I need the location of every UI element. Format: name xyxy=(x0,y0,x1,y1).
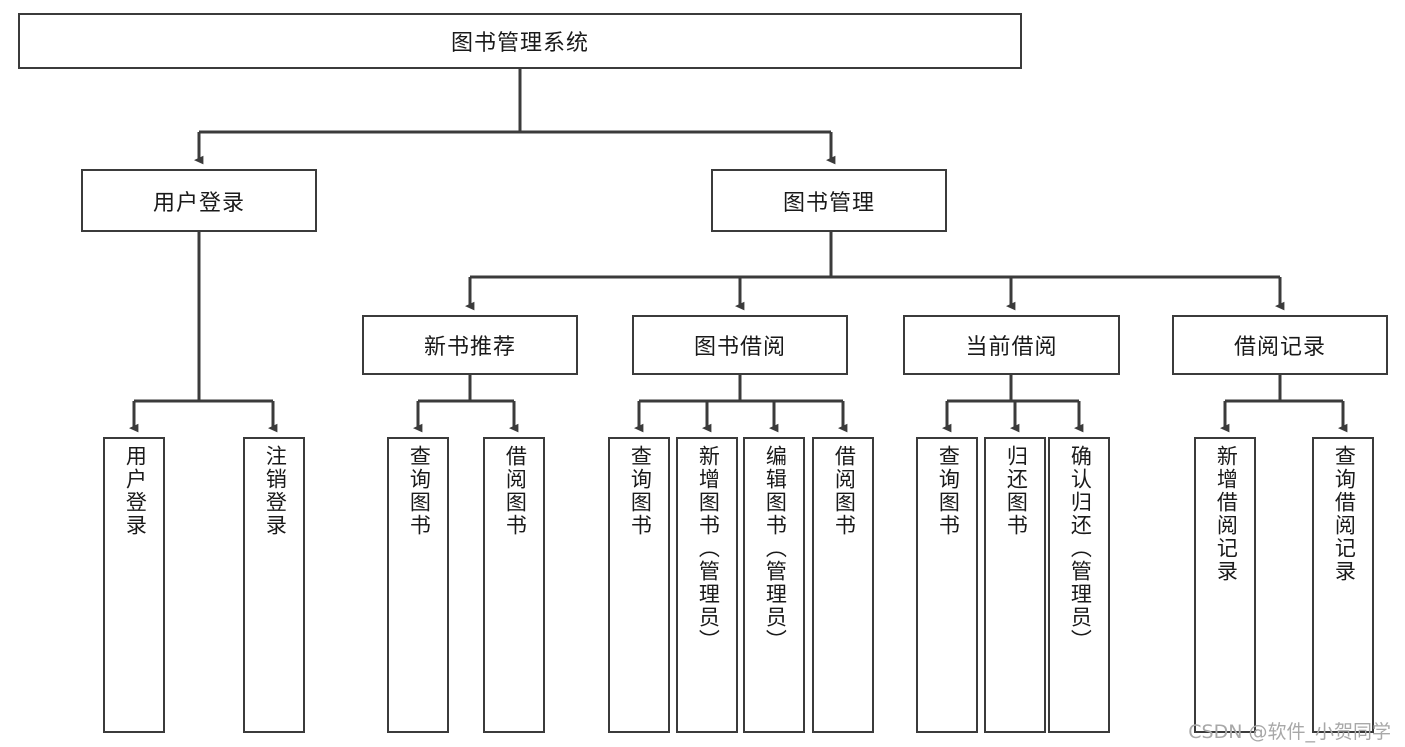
node-book-management[interactable]: 图书管理 xyxy=(711,169,947,232)
csdn-watermark: CSDN @软件_小贺同学 xyxy=(1188,721,1391,743)
node-leaf-add-borrow-record[interactable]: 新增借阅记录 xyxy=(1194,437,1256,733)
node-leaf-return-book[interactable]: 归还图书 xyxy=(984,437,1046,733)
node-leaf-add-book-admin-label: 新增图书（管理员） xyxy=(696,445,720,652)
node-leaf-return-book-label: 归还图书 xyxy=(1004,445,1028,537)
node-leaf-borrow-book-1-label: 借阅图书 xyxy=(503,445,527,537)
node-leaf-query-book-2-label: 查询图书 xyxy=(628,445,652,537)
node-leaf-query-book-1[interactable]: 查询图书 xyxy=(387,437,449,733)
node-leaf-logout-login[interactable]: 注销登录 xyxy=(243,437,305,733)
node-leaf-logout-login-label: 注销登录 xyxy=(263,445,287,537)
node-new-book-recommend-label: 新书推荐 xyxy=(423,334,516,359)
node-leaf-edit-book-admin-label: 编辑图书（管理员） xyxy=(763,445,787,652)
node-user-login-label: 用户登录 xyxy=(152,189,245,215)
node-leaf-query-book-3-label: 查询图书 xyxy=(936,445,960,537)
node-book-borrow-label: 图书借阅 xyxy=(693,334,786,359)
node-leaf-query-book-1-label: 查询图书 xyxy=(407,445,431,537)
node-user-login[interactable]: 用户登录 xyxy=(81,169,317,232)
node-leaf-query-borrow-record-label: 查询借阅记录 xyxy=(1332,445,1356,583)
node-leaf-user-login[interactable]: 用户登录 xyxy=(103,437,165,733)
node-leaf-confirm-return-admin[interactable]: 确认归还（管理员） xyxy=(1048,437,1110,733)
node-book-management-label: 图书管理 xyxy=(782,189,875,215)
node-leaf-confirm-return-admin-label: 确认归还（管理员） xyxy=(1068,445,1092,652)
node-leaf-borrow-book-1[interactable]: 借阅图书 xyxy=(483,437,545,733)
node-current-borrow[interactable]: 当前借阅 xyxy=(903,315,1120,375)
node-borrow-record-label: 借阅记录 xyxy=(1233,334,1326,359)
node-leaf-query-borrow-record[interactable]: 查询借阅记录 xyxy=(1312,437,1374,733)
node-current-borrow-label: 当前借阅 xyxy=(965,334,1058,359)
node-leaf-borrow-book-2[interactable]: 借阅图书 xyxy=(812,437,874,733)
node-root[interactable]: 图书管理系统 xyxy=(18,13,1022,69)
node-leaf-query-book-2[interactable]: 查询图书 xyxy=(608,437,670,733)
node-new-book-recommend[interactable]: 新书推荐 xyxy=(362,315,578,375)
node-borrow-record[interactable]: 借阅记录 xyxy=(1172,315,1388,375)
node-leaf-user-login-label: 用户登录 xyxy=(123,445,147,537)
node-leaf-edit-book-admin[interactable]: 编辑图书（管理员） xyxy=(743,437,805,733)
node-leaf-add-borrow-record-label: 新增借阅记录 xyxy=(1214,445,1238,583)
node-root-label: 图书管理系统 xyxy=(450,30,589,55)
node-book-borrow[interactable]: 图书借阅 xyxy=(632,315,848,375)
node-leaf-add-book-admin[interactable]: 新增图书（管理员） xyxy=(676,437,738,733)
node-leaf-query-book-3[interactable]: 查询图书 xyxy=(916,437,978,733)
node-leaf-borrow-book-2-label: 借阅图书 xyxy=(832,445,856,537)
